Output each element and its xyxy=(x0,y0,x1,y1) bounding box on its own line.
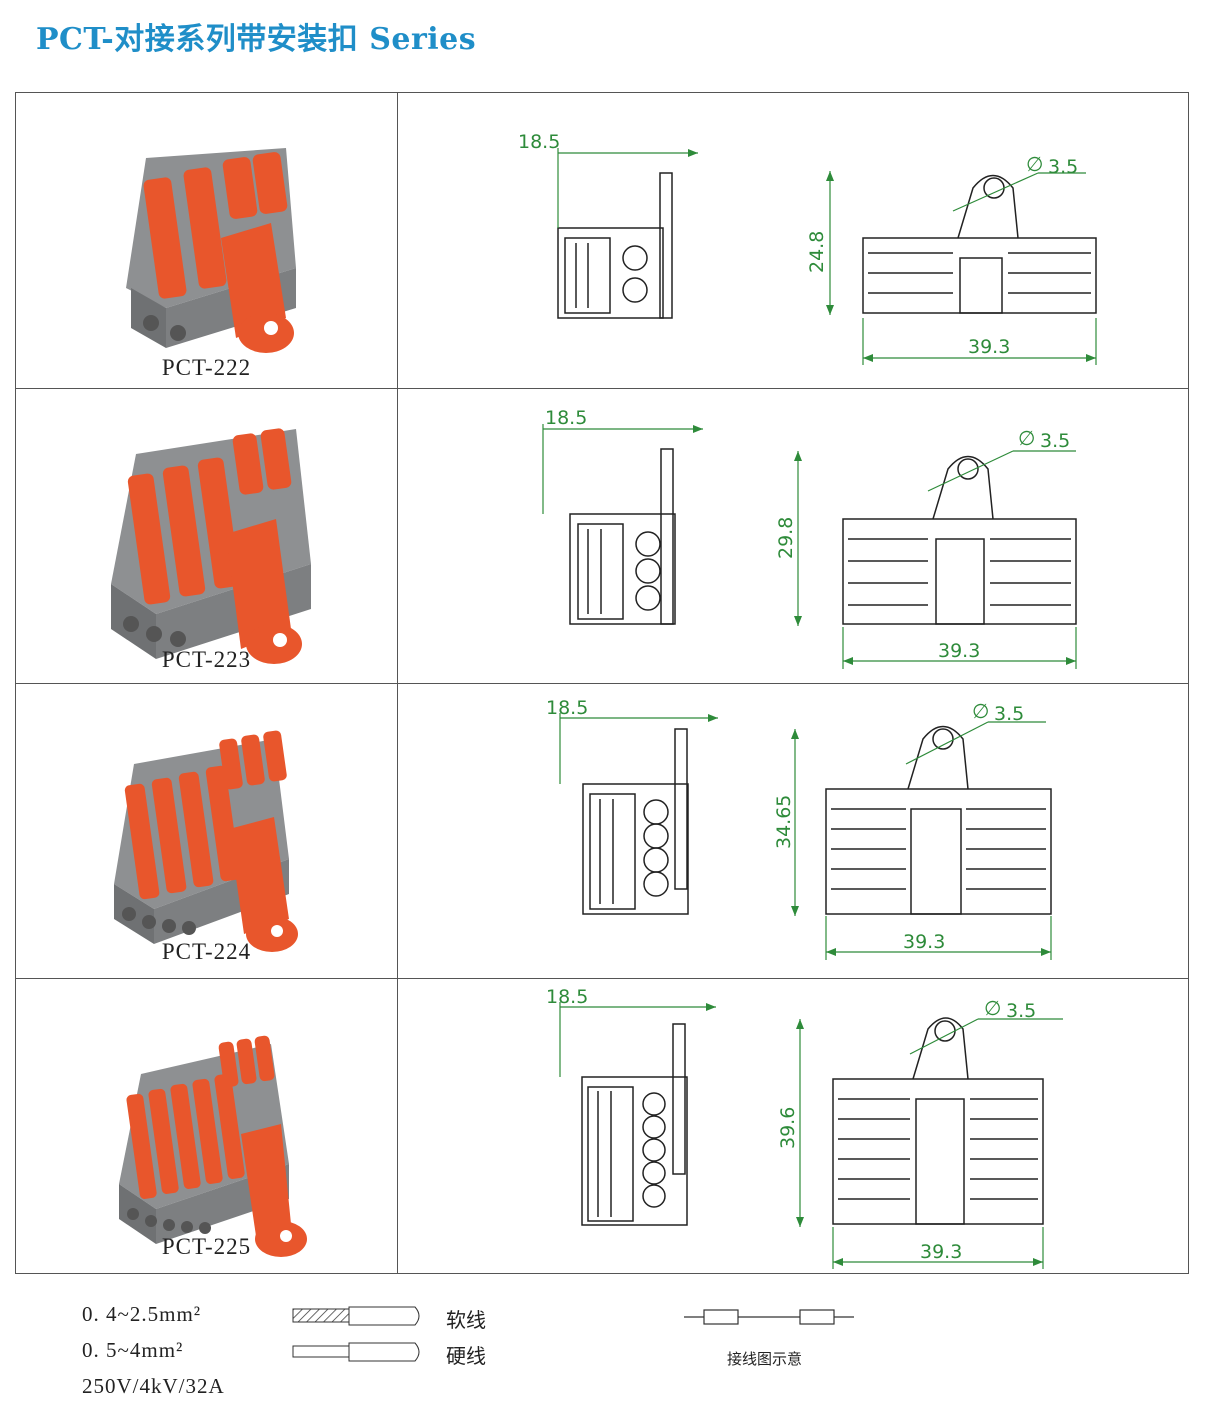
hole-label: 3.5 xyxy=(994,703,1024,725)
wiring-caption: 接线图示意 xyxy=(727,1350,803,1368)
connector-photo-5pole xyxy=(119,1035,307,1257)
hole-label: 3.5 xyxy=(1040,430,1070,452)
drawing-cell: 18.5 xyxy=(398,979,1188,1273)
product-photo-cell: PCT-224 xyxy=(16,684,398,978)
diameter-icon: ∅ xyxy=(984,996,1001,1020)
table-row: PCT-223 18.5 xyxy=(16,388,1188,683)
product-model: PCT-225 xyxy=(161,1234,252,1259)
height-label: 29.8 xyxy=(775,517,797,559)
width-label: 39.3 xyxy=(920,1241,962,1263)
technical-drawing: 18.5 xyxy=(518,131,1097,365)
side-depth-label: 18.5 xyxy=(546,697,588,719)
side-depth-label: 18.5 xyxy=(546,986,588,1008)
product-model: PCT-223 xyxy=(161,647,252,672)
soft-wire-label: 软线 xyxy=(446,1308,486,1332)
page-title: PCT-对接系列带安装扣 Series xyxy=(36,22,477,57)
technical-drawing: 18.5 xyxy=(546,697,1052,960)
product-photo-cell: PCT-225 xyxy=(16,979,398,1273)
technical-drawing: 18.5 xyxy=(542,407,1077,669)
side-depth-label: 18.5 xyxy=(545,407,587,429)
hard-wire-icon xyxy=(292,1342,420,1362)
diameter-icon: ∅ xyxy=(972,699,989,723)
drawing-cell: 18.5 xyxy=(398,684,1188,978)
width-label: 39.3 xyxy=(903,931,945,953)
soft-wire-range: 0. 4~2.5mm² xyxy=(82,1302,202,1326)
table-row: PCT-224 18.5 xyxy=(16,683,1188,978)
connector-photo-4pole xyxy=(114,730,298,952)
height-label: 39.6 xyxy=(777,1107,799,1149)
rating: 250V/4kV/32A xyxy=(82,1374,225,1398)
hole-label: 3.5 xyxy=(1048,156,1078,178)
table-row: PCT-225 18.5 xyxy=(16,978,1188,1273)
connector-photo-3pole xyxy=(111,428,311,664)
hole-label: 3.5 xyxy=(1006,1000,1036,1022)
product-photo-cell: PCT-222 xyxy=(16,93,398,388)
drawing-cell: 18.5 xyxy=(398,93,1188,388)
connector-photo-2pole xyxy=(126,148,296,353)
product-model: PCT-222 xyxy=(161,355,252,380)
diameter-icon: ∅ xyxy=(1018,426,1035,450)
hard-wire-label: 硬线 xyxy=(446,1344,486,1368)
technical-drawing: 18.5 xyxy=(546,986,1063,1269)
height-label: 24.8 xyxy=(806,231,828,273)
product-model: PCT-224 xyxy=(161,939,252,964)
hard-wire-range: 0. 5~4mm² xyxy=(82,1338,184,1362)
product-photo-cell: PCT-223 xyxy=(16,389,398,683)
width-label: 39.3 xyxy=(968,336,1010,358)
diameter-icon: ∅ xyxy=(1026,152,1043,176)
table-row: PCT-222 18.5 xyxy=(16,93,1188,388)
drawing-cell: 18.5 xyxy=(398,389,1188,683)
product-table: PCT-222 18.5 xyxy=(15,92,1189,1274)
height-label: 34.65 xyxy=(773,795,795,849)
side-depth-label: 18.5 xyxy=(518,131,560,153)
soft-wire-icon xyxy=(292,1306,420,1326)
width-label: 39.3 xyxy=(938,640,980,662)
wiring-diagram xyxy=(684,1309,854,1325)
